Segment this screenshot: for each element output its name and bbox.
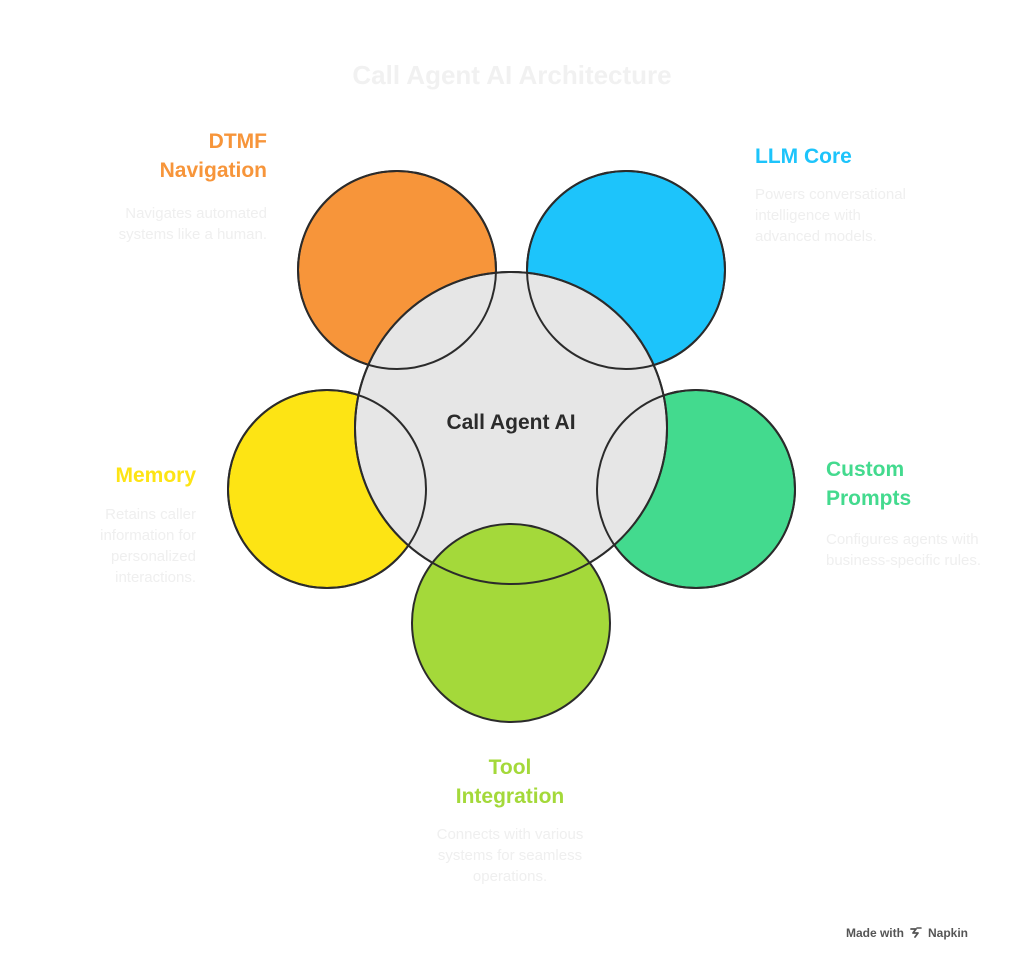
custom-prompts-title: Custom Prompts bbox=[826, 455, 986, 513]
center-circle-outline bbox=[354, 271, 668, 585]
memory-title: Memory bbox=[36, 461, 196, 490]
napkin-brand: Napkin bbox=[927, 926, 968, 940]
napkin-logo-icon bbox=[910, 927, 922, 938]
memory-title-line-1: Memory bbox=[115, 464, 196, 487]
tool-description: Connects with various systems for seamle… bbox=[436, 826, 584, 885]
dtmf-circle-outline bbox=[297, 170, 497, 370]
llm-title-line-1: LLM Core bbox=[755, 145, 852, 168]
tool-title: Tool Integration bbox=[410, 753, 610, 811]
made-with-napkin-footer[interactable]: Made with Napkin bbox=[846, 926, 968, 940]
made-with-label: Made with bbox=[845, 926, 904, 940]
llm-description: Powers conversational intelligence with … bbox=[755, 186, 906, 245]
tool-circle[interactable] bbox=[411, 523, 611, 723]
custom-prompts-title-line-1: Custom bbox=[826, 458, 905, 481]
custom-prompts-title-line-2: Prompts bbox=[826, 487, 912, 510]
llm-title: LLM Core bbox=[755, 142, 955, 171]
diagram-title: Call Agent AI Architecture bbox=[352, 60, 672, 90]
llm-circle-outline bbox=[526, 170, 726, 370]
custom-prompts-description: Configures agents with business-specific… bbox=[826, 531, 982, 569]
dtmf-title-line-1: DTMF bbox=[208, 130, 267, 153]
dtmf-title: DTMF Navigation bbox=[67, 127, 267, 185]
tool-title-line-1: Tool bbox=[488, 756, 532, 779]
memory-circle-outline bbox=[227, 389, 427, 589]
dtmf-title-line-2: Navigation bbox=[159, 159, 267, 182]
center-label: Call Agent AI bbox=[446, 411, 576, 434]
dtmf-description: Navigates automated systems like a human… bbox=[118, 205, 267, 243]
memory-description: Retains caller information for personali… bbox=[100, 506, 196, 586]
tool-title-line-2: Integration bbox=[455, 785, 565, 808]
custom-prompts-circle-outline bbox=[596, 389, 796, 589]
